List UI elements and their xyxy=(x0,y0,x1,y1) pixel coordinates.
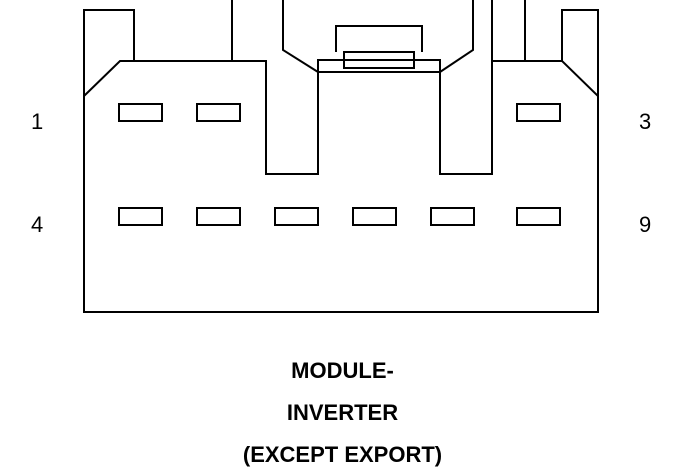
connector-body xyxy=(83,0,599,313)
caption-line-1: MODULE- xyxy=(291,358,394,383)
pin-cavity-6 xyxy=(274,207,319,226)
pin-cavity-2 xyxy=(196,103,241,122)
pin-cavity-8 xyxy=(430,207,475,226)
pin-cavity-3 xyxy=(516,103,561,122)
pin-label-9: 9 xyxy=(639,212,652,237)
pin-label-4: 4 xyxy=(31,212,44,237)
latch-tab xyxy=(343,51,415,69)
pin-cavity-4 xyxy=(118,207,163,226)
pin-cavity-5 xyxy=(196,207,241,226)
pin-cavity-7 xyxy=(352,207,397,226)
pin-label-3: 3 xyxy=(639,109,652,134)
pin-cavity-1 xyxy=(118,103,163,122)
connector-body-left xyxy=(83,0,344,175)
caption-line-3: (EXCEPT EXPORT) xyxy=(242,442,443,467)
pin-cavity-9 xyxy=(516,207,561,226)
caption-line-2: INVERTER xyxy=(286,400,399,425)
latch-housing xyxy=(282,0,474,73)
pin-label-1: 1 xyxy=(31,109,44,134)
